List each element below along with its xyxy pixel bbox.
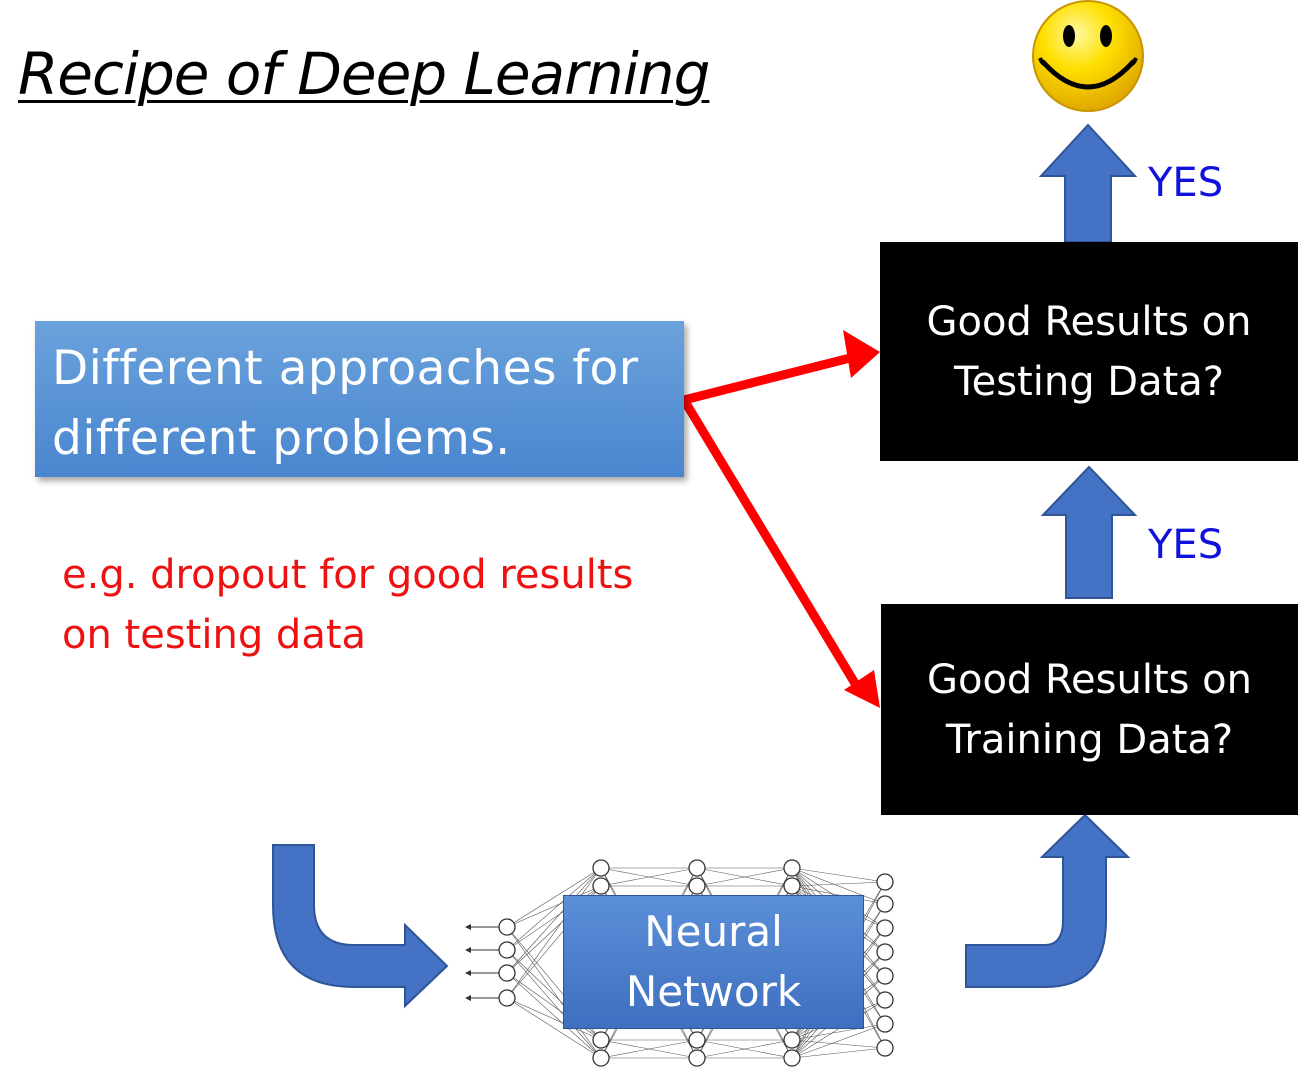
example-line-2: on testing data [62,612,367,658]
red-pointer-arrows [677,330,880,708]
up-arrow-top [1038,123,1138,243]
testing-line-1: Good Results on [926,298,1252,345]
neural-network-line-2: Network [625,967,802,1016]
testing-line-2: Testing Data? [953,358,1225,405]
neural-network-line-1: Neural [644,907,783,956]
yes-label-top: YES [1148,160,1224,206]
example-line-1: e.g. dropout for good results [62,552,634,598]
yes-label-middle: YES [1148,522,1224,568]
training-line-2: Training Data? [945,716,1234,763]
smiley-face-icon [1032,0,1144,112]
page-title: Recipe of Deep Learning [18,40,710,108]
training-line-1: Good Results on [926,656,1253,703]
curved-arrow-out-of-network [965,813,1131,988]
up-arrow-middle [1040,465,1138,599]
neural-network-box: Neural Network [563,895,864,1029]
curved-arrow-into-network [272,844,449,1009]
dropout-example-text: e.g. dropout for good results on testing… [62,545,633,665]
approaches-line-1: Different approaches for [52,341,639,396]
approaches-box: Different approaches for different probl… [35,321,684,477]
training-data-box: Good Results on Training Data? [881,604,1298,815]
approaches-line-2: different problems. [52,411,511,466]
testing-data-box: Good Results on Testing Data? [880,242,1298,461]
